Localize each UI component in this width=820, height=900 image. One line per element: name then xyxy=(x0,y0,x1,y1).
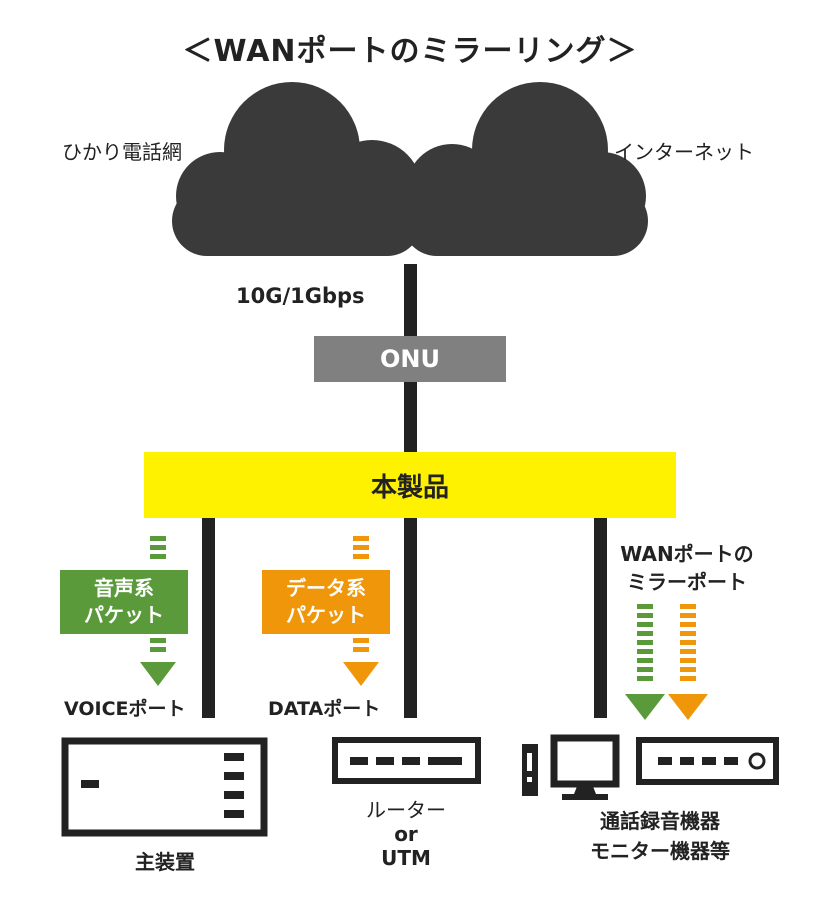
data-port-label: DATAポート xyxy=(268,698,381,720)
data-packet-line2: パケット xyxy=(286,603,366,627)
uplink-line xyxy=(404,264,417,336)
mirror-port-label-line1: WANポートの xyxy=(620,542,754,566)
monitor-device-icon xyxy=(636,737,779,785)
mirror-port-line xyxy=(594,518,607,718)
onu-label: ONU xyxy=(380,345,440,373)
diagram-title: ＜WANポートのミラーリング＞ xyxy=(182,34,638,69)
main-unit-label: 主装置 xyxy=(135,850,195,874)
data-packet-arrow xyxy=(343,536,379,686)
telephone-network-label: ひかり電話網 xyxy=(62,140,182,164)
onu-box: ONU xyxy=(314,336,506,382)
data-port-line xyxy=(404,518,417,718)
mirror-port-label-line2: ミラーポート xyxy=(627,570,747,594)
voice-port-line xyxy=(202,518,215,718)
data-packet-box: データ系 パケット xyxy=(262,570,390,634)
mirror-voice-arrow xyxy=(625,604,665,720)
internet-cloud-icon xyxy=(402,82,648,256)
recorder-label: 通話録音機器 モニター機器等 xyxy=(540,806,780,866)
onu-to-product-line xyxy=(404,382,417,452)
router-label-line1: ルーター xyxy=(366,798,446,822)
voice-packet-arrow xyxy=(140,536,176,686)
main-unit-device-icon xyxy=(61,737,268,837)
mirror-port-label: WANポートの ミラーポート xyxy=(612,540,762,596)
recorder-pc-icon xyxy=(522,734,620,800)
telephone-network-cloud-icon xyxy=(172,82,422,256)
router-label: ルーター or UTM xyxy=(336,798,476,870)
router-label-line3: UTM xyxy=(381,846,431,870)
recorder-label-line2: モニター機器等 xyxy=(590,839,730,863)
mirror-data-arrow xyxy=(668,604,708,720)
product-label: 本製品 xyxy=(370,472,449,503)
voice-port-label: VOICEポート xyxy=(64,698,186,720)
voice-packet-line2: パケット xyxy=(84,603,164,627)
voice-packet-line1: 音声系 xyxy=(94,576,154,600)
router-label-line2: or xyxy=(394,822,418,846)
product-box: 本製品 xyxy=(144,452,676,518)
recorder-label-line1: 通話録音機器 xyxy=(600,809,720,833)
link-speed-label: 10G/1Gbps xyxy=(236,284,365,308)
internet-label: インターネット xyxy=(614,140,754,164)
data-packet-line1: データ系 xyxy=(286,576,366,600)
router-device-icon xyxy=(332,737,481,784)
voice-packet-box: 音声系 パケット xyxy=(60,570,188,634)
